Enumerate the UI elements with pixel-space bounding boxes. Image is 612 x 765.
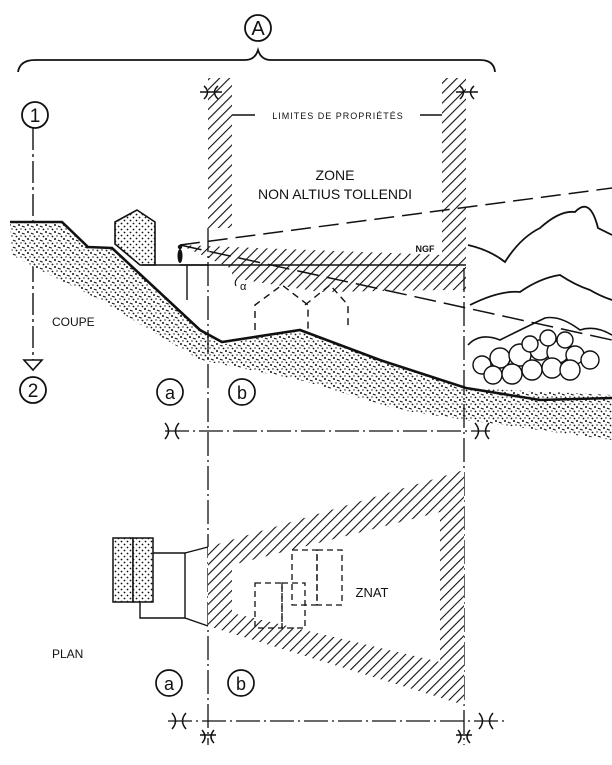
limit-cross-top-left bbox=[200, 85, 222, 100]
sight-line-upper bbox=[179, 187, 612, 246]
znat-label: ZNAT bbox=[356, 585, 389, 600]
marker-1-circle bbox=[21, 101, 49, 129]
alpha-label: α bbox=[240, 281, 247, 293]
marker-b-section-label: b bbox=[237, 383, 247, 403]
marker-a-section-circle bbox=[156, 378, 184, 406]
ground-profile-line bbox=[10, 220, 612, 402]
property-limit-wall-right bbox=[442, 78, 466, 268]
zone-label-line1: ZONE bbox=[316, 167, 355, 183]
plan-dashed-buildings bbox=[254, 549, 343, 629]
mountain-ridge-far bbox=[467, 205, 612, 264]
limit-cross-top-right bbox=[456, 85, 478, 100]
sight-line-lower bbox=[179, 244, 612, 341]
section-arrow: 1 2 bbox=[19, 101, 49, 404]
ngf-label: NGF bbox=[416, 244, 436, 254]
height-limit-hatch bbox=[232, 262, 466, 292]
znat-zone-hatch bbox=[208, 470, 464, 705]
marker-b-section-circle bbox=[228, 378, 256, 406]
viewer-figure-icon bbox=[177, 244, 183, 263]
dashed-building-2 bbox=[304, 284, 349, 330]
plan-existing-building bbox=[112, 537, 209, 627]
marker-b-plan-label: b bbox=[236, 674, 246, 694]
mountain-ridge-mid bbox=[469, 274, 612, 306]
marker-A-circle bbox=[244, 14, 272, 42]
marker-a-section-label: a bbox=[165, 383, 176, 403]
marker-2-label: 2 bbox=[28, 381, 39, 402]
coupe-label: COUPE bbox=[52, 315, 95, 329]
marker-a-plan-label: a bbox=[164, 674, 175, 694]
marker-1-label: 1 bbox=[30, 106, 41, 127]
zone-label-line2: NON ALTIUS TOLLENDI bbox=[258, 186, 412, 202]
marker-2-circle bbox=[19, 376, 47, 404]
tree-cluster bbox=[472, 329, 600, 385]
marker-A-label: A bbox=[251, 18, 265, 40]
dashed-building-1 bbox=[254, 284, 309, 330]
brace-A: A bbox=[17, 14, 496, 73]
marker-b-plan-circle bbox=[227, 669, 255, 697]
mountain-ridge-near bbox=[467, 316, 612, 346]
marker-a-plan-circle bbox=[155, 669, 183, 697]
limites-label: LIMITES DE PROPRIÉTÉS bbox=[272, 111, 404, 121]
ground-section-soil bbox=[10, 222, 612, 440]
property-limit-wall-left bbox=[208, 78, 232, 228]
plan-label: PLAN bbox=[52, 647, 83, 661]
